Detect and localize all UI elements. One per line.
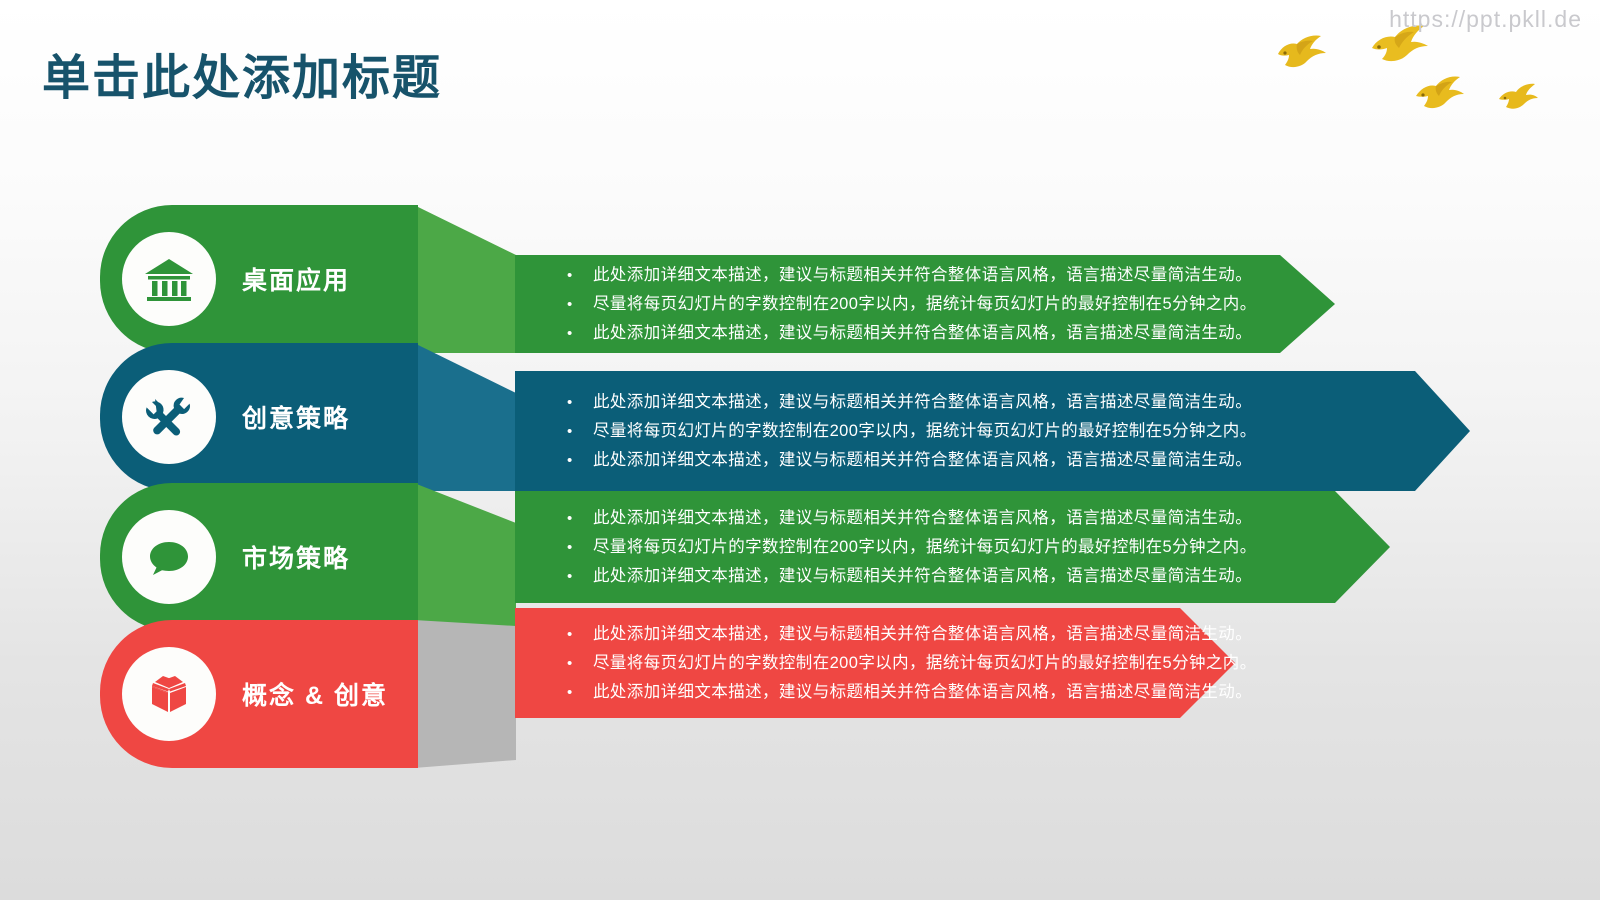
row-tab-concept-and-creativity[interactable]: 概念 & 创意	[100, 620, 418, 768]
bullet-list: • 此处添加详细文本描述，建议与标题相关并符合整体语言风格，语言描述尽量简洁生动…	[515, 261, 1335, 348]
wrench-screwdriver-icon	[122, 370, 216, 464]
watermark-url: https://ppt.pkll.de	[1389, 6, 1582, 32]
bullet-dot: •	[567, 393, 573, 411]
bank-building-icon	[122, 232, 216, 326]
bullet-item: • 尽量将每页幻灯片的字数控制在200字以内，据统计每页幻灯片的最好控制在5分钟…	[567, 649, 1256, 678]
bullet-text: 此处添加详细文本描述，建议与标题相关并符合整体语言风格，语言描述尽量简洁生动。	[593, 323, 1253, 342]
row-banner	[515, 255, 1335, 353]
bullet-text: 此处添加详细文本描述，建议与标题相关并符合整体语言风格，语言描述尽量简洁生动。	[593, 624, 1253, 643]
bullet-text: 此处添加详细文本描述，建议与标题相关并符合整体语言风格，语言描述尽量简洁生动。	[593, 265, 1253, 284]
row-fold-3d	[414, 620, 516, 768]
bullet-list: • 此处添加详细文本描述，建议与标题相关并符合整体语言风格，语言描述尽量简洁生动…	[515, 388, 1470, 475]
bullet-item: • 此处添加详细文本描述，建议与标题相关并符合整体语言风格，语言描述尽量简洁生动…	[567, 446, 1430, 475]
bullet-item: • 尽量将每页幻灯片的字数控制在200字以内，据统计每页幻灯片的最好控制在5分钟…	[567, 290, 1295, 319]
row-fold-3d	[414, 483, 516, 631]
diagram-row-desktop-application[interactable]: • 此处添加详细文本描述，建议与标题相关并符合整体语言风格，语言描述尽量简洁生动…	[0, 205, 1600, 353]
diagram-row-market-strategy[interactable]: • 此处添加详细文本描述，建议与标题相关并符合整体语言风格，语言描述尽量简洁生动…	[0, 483, 1600, 631]
row-banner	[515, 371, 1470, 491]
row-tab-label: 桌面应用	[242, 267, 351, 295]
bullet-dot: •	[567, 538, 573, 556]
bullet-dot: •	[567, 422, 573, 440]
speech-bubble-icon	[122, 510, 216, 604]
bullet-text: 此处添加详细文本描述，建议与标题相关并符合整体语言风格，语言描述尽量简洁生动。	[593, 392, 1253, 411]
bullet-item: • 此处添加详细文本描述，建议与标题相关并符合整体语言风格，语言描述尽量简洁生动…	[567, 261, 1295, 290]
diagram-row-creative-strategy[interactable]: • 此处添加详细文本描述，建议与标题相关并符合整体语言风格，语言描述尽量简洁生动…	[0, 343, 1600, 491]
bullet-dot: •	[567, 324, 573, 342]
row-tab-label: 创意策略	[242, 405, 351, 433]
bullet-text: 尽量将每页幻灯片的字数控制在200字以内，据统计每页幻灯片的最好控制在5分钟之内…	[593, 294, 1257, 313]
bullet-item: • 此处添加详细文本描述，建议与标题相关并符合整体语言风格，语言描述尽量简洁生动…	[567, 388, 1430, 417]
row-tab-creative-strategy[interactable]: 创意策略	[100, 343, 418, 491]
page-title: 单击此处添加标题	[42, 52, 443, 105]
row-bullets-container: • 此处添加详细文本描述，建议与标题相关并符合整体语言风格，语言描述尽量简洁生动…	[515, 371, 1470, 491]
bullet-dot: •	[567, 509, 573, 527]
bullet-dot: •	[567, 625, 573, 643]
bullet-text: 此处添加详细文本描述，建议与标题相关并符合整体语言风格，语言描述尽量简洁生动。	[593, 682, 1253, 701]
bullet-list: • 此处添加详细文本描述，建议与标题相关并符合整体语言风格，语言描述尽量简洁生动…	[515, 504, 1390, 591]
row-tab-market-strategy[interactable]: 市场策略	[100, 483, 418, 631]
bullet-item: • 此处添加详细文本描述，建议与标题相关并符合整体语言风格，语言描述尽量简洁生动…	[567, 678, 1252, 707]
bird-icon	[1278, 35, 1326, 68]
bullet-item: • 此处添加详细文本描述，建议与标题相关并符合整体语言风格，语言描述尽量简洁生动…	[567, 562, 1350, 591]
bullet-text: 尽量将每页幻灯片的字数控制在200字以内，据统计每页幻灯片的最好控制在5分钟之内…	[593, 537, 1257, 556]
bullet-item: • 此处添加详细文本描述，建议与标题相关并符合整体语言风格，语言描述尽量简洁生动…	[567, 319, 1295, 348]
row-bullets-container: • 此处添加详细文本描述，建议与标题相关并符合整体语言风格，语言描述尽量简洁生动…	[515, 608, 1256, 718]
bullet-item: • 此处添加详细文本描述，建议与标题相关并符合整体语言风格，语言描述尽量简洁生动…	[567, 620, 1252, 649]
bullet-text: 此处添加详细文本描述，建议与标题相关并符合整体语言风格，语言描述尽量简洁生动。	[593, 566, 1253, 585]
row-fold-3d	[414, 343, 516, 491]
row-fold-3d	[414, 205, 516, 353]
open-box-icon	[122, 647, 216, 741]
flying-birds-decoration	[0, 0, 1600, 140]
row-banner	[515, 608, 1235, 718]
bullet-dot: •	[567, 451, 573, 469]
diagram-row-concept-and-creativity[interactable]: • 此处添加详细文本描述，建议与标题相关并符合整体语言风格，语言描述尽量简洁生动…	[0, 608, 1600, 768]
bird-icon	[1416, 76, 1464, 109]
bullet-text: 此处添加详细文本描述，建议与标题相关并符合整体语言风格，语言描述尽量简洁生动。	[593, 450, 1253, 469]
bullet-list: • 此处添加详细文本描述，建议与标题相关并符合整体语言风格，语言描述尽量简洁生动…	[515, 620, 1256, 707]
bullet-text: 尽量将每页幻灯片的字数控制在200字以内，据统计每页幻灯片的最好控制在5分钟之内…	[593, 421, 1257, 440]
bullet-dot: •	[567, 654, 573, 672]
bullet-dot: •	[567, 295, 573, 313]
bird-icon	[1499, 83, 1538, 109]
row-bullets-container: • 此处添加详细文本描述，建议与标题相关并符合整体语言风格，语言描述尽量简洁生动…	[515, 255, 1335, 353]
bullet-text: 尽量将每页幻灯片的字数控制在200字以内，据统计每页幻灯片的最好控制在5分钟之内…	[593, 653, 1257, 672]
row-bullets-container: • 此处添加详细文本描述，建议与标题相关并符合整体语言风格，语言描述尽量简洁生动…	[515, 491, 1390, 603]
row-tab-label: 概念 & 创意	[242, 682, 388, 710]
bullet-item: • 此处添加详细文本描述，建议与标题相关并符合整体语言风格，语言描述尽量简洁生动…	[567, 504, 1350, 533]
bullet-dot: •	[567, 683, 573, 701]
bullet-text: 此处添加详细文本描述，建议与标题相关并符合整体语言风格，语言描述尽量简洁生动。	[593, 508, 1253, 527]
bullet-dot: •	[567, 266, 573, 284]
row-tab-label: 市场策略	[242, 545, 351, 573]
bird-icon	[1372, 25, 1428, 62]
bullet-item: • 尽量将每页幻灯片的字数控制在200字以内，据统计每页幻灯片的最好控制在5分钟…	[567, 417, 1430, 446]
row-tab-desktop-application[interactable]: 桌面应用	[100, 205, 418, 353]
row-banner	[515, 491, 1390, 603]
bullet-item: • 尽量将每页幻灯片的字数控制在200字以内，据统计每页幻灯片的最好控制在5分钟…	[567, 533, 1350, 562]
bullet-dot: •	[567, 567, 573, 585]
